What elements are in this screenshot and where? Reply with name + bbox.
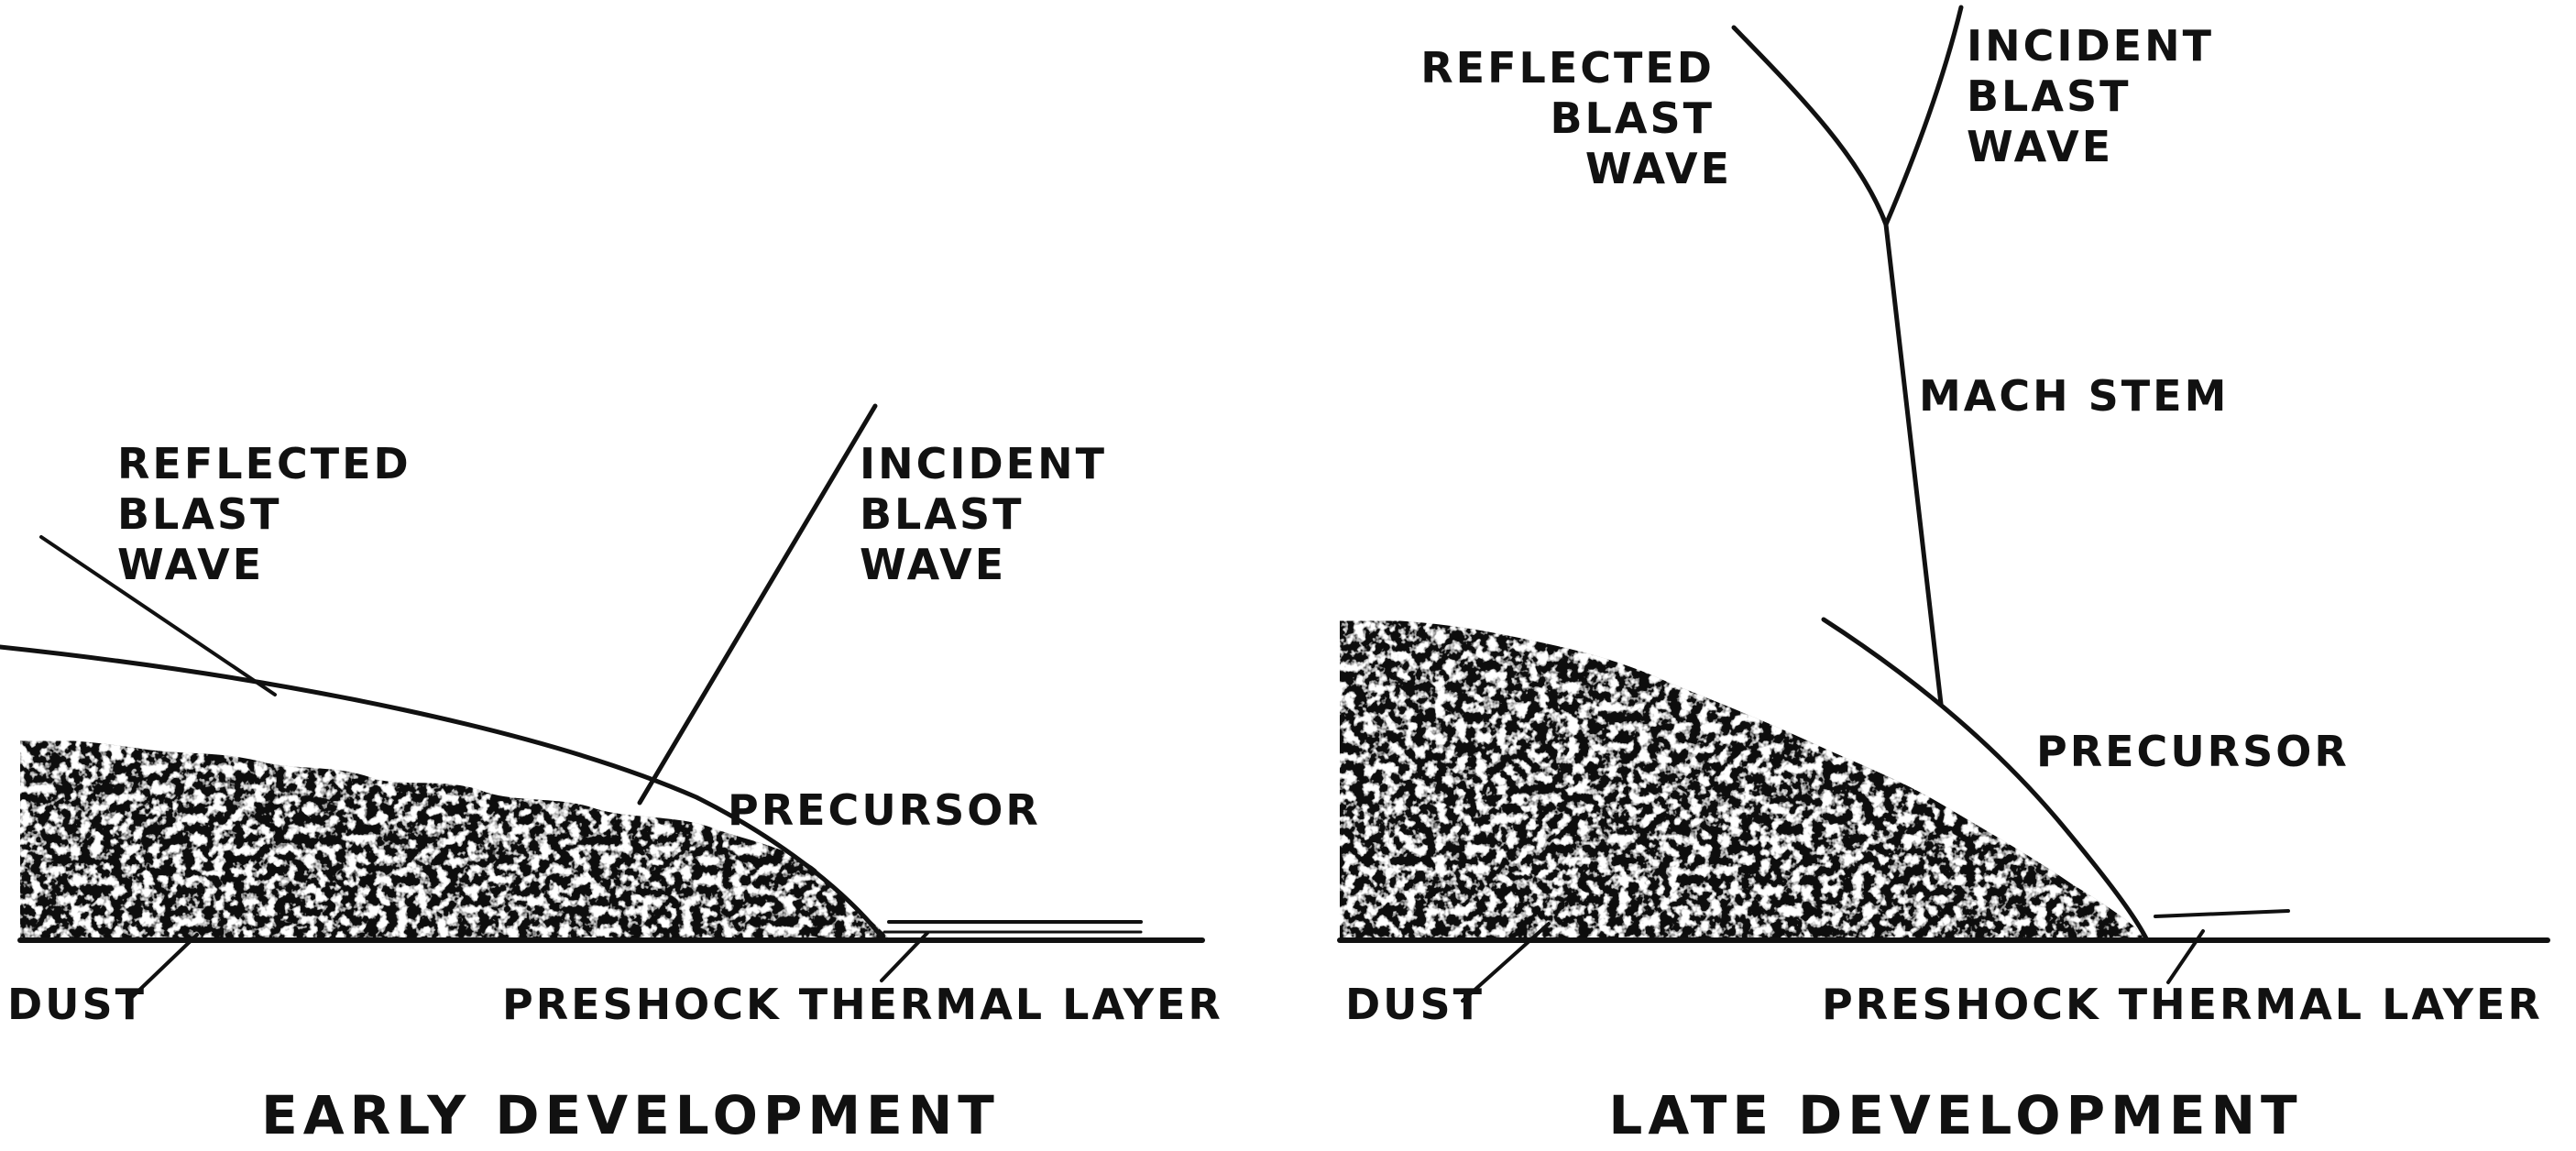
thermal-layer-label: PRESHOCK THERMAL LAYER [502,980,1223,1029]
thermal-layer-pointer [2166,929,2205,984]
precursor-outline [1821,617,2150,943]
precursor-label: PRECURSOR [2036,727,2350,776]
dust-pointer [1461,922,1551,1003]
reflected-blast-wave-curve [1731,25,1889,227]
mach-stem-line [1883,222,1944,707]
dust-pointer [128,933,199,1001]
reflected-blast-wave-curve [0,644,887,943]
precursor-label: PRECURSOR [728,785,1041,835]
reflected-wave-label: REFLECTED BLAST WAVE [117,439,429,589]
reflected-wave-label-3: WAVE [117,540,264,589]
incident-wave-label-2: BLAST [860,489,1024,539]
incident-blast-wave-line [637,403,878,806]
late-development-panel: REFLECTED BLAST WAVE INCIDENT BLAST WAVE… [1337,5,2550,1146]
mach-stem-label: MACH STEM [1919,371,2229,421]
incident-blast-wave-line [1883,5,1964,227]
reflected-wave-label-3: WAVE [1585,144,1732,193]
dust-label: DUST [7,980,147,1029]
dust-label: DUST [1345,980,1485,1029]
reflected-wave-label: REFLECTED BLAST WAVE [1420,43,1732,193]
early-development-caption: EARLY DEVELOPMENT [261,1084,1000,1146]
reflected-wave-label-2: BLAST [117,489,281,539]
incident-wave-label-1: INCIDENT [860,439,1107,488]
thermal-layer-pointer [880,931,929,982]
reflected-wave-label-1: REFLECTED [1420,43,1715,93]
incident-wave-label-3: WAVE [1967,122,2113,171]
dust-cloud [1338,619,2151,942]
incident-wave-label-2: BLAST [1967,71,2131,121]
incident-wave-label-3: WAVE [860,540,1006,589]
late-development-caption: LATE DEVELOPMENT [1608,1084,2302,1146]
thermal-layer-line-upper [2154,909,2290,918]
dust-cloud [18,740,893,942]
incident-wave-label: INCIDENT BLAST WAVE [1967,21,2231,171]
incident-wave-label: INCIDENT BLAST WAVE [860,439,1124,589]
early-development-panel: REFLECTED BLAST WAVE INCIDENT BLAST WAVE… [0,403,1223,1146]
reflected-wave-label-1: REFLECTED [117,439,411,488]
thermal-layer-label: PRESHOCK THERMAL LAYER [1822,980,2543,1029]
reflected-wave-label-2: BLAST [1551,93,1715,143]
reflected-wave-leader [39,535,277,696]
incident-wave-label-1: INCIDENT [1967,21,2214,71]
